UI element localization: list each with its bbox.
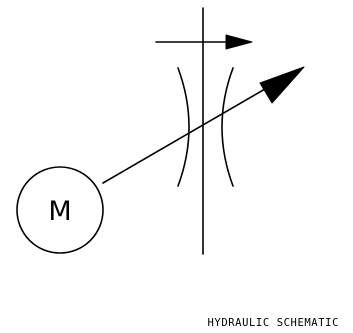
compensation-arrow-head [225, 34, 253, 50]
restrictor-left-arc [177, 67, 190, 187]
motor-label: M [48, 196, 71, 227]
diagram-caption: HYDRAULIC SCHEMATIC [207, 317, 339, 329]
restrictor-right-arc [221, 67, 234, 187]
variable-adjust-arrow-head [259, 66, 305, 104]
motor-circle [16, 166, 104, 254]
variable-adjust-arrow-line [102, 88, 266, 184]
